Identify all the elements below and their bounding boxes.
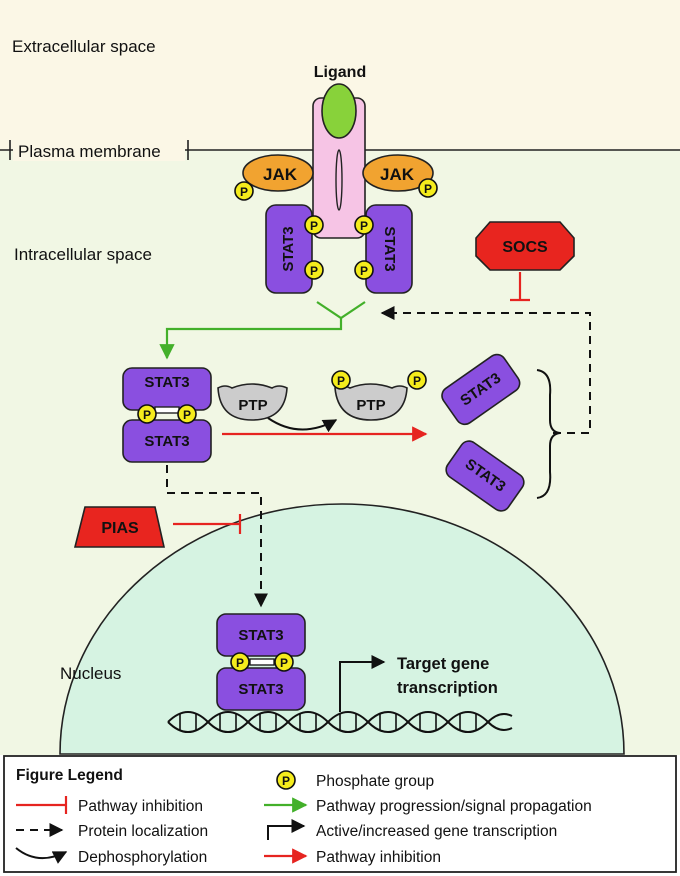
intracellular-label: Intracellular space: [14, 245, 152, 264]
jak-right-phosphate-label: P: [424, 182, 432, 196]
ligand-label: Ligand: [314, 64, 366, 81]
stat3-monomer-bottom: [445, 440, 525, 512]
pias-label: PIAS: [101, 520, 139, 537]
nuclear-phosphate-left-label: P: [236, 656, 244, 670]
monomer-bracket: [536, 369, 561, 499]
legend-item-5: Active/increased gene transcription: [316, 823, 557, 840]
nuclear-stat3-top-label: STAT3: [238, 627, 283, 644]
stat3-left-phosphate-top-label: P: [310, 219, 318, 233]
ptp-phosphate-left-label: P: [337, 374, 345, 388]
legend-dephosphorylation-symbol: [15, 847, 68, 864]
legend-transcription-symbol: [267, 819, 306, 840]
legend-item-0: Pathway inhibition: [78, 798, 203, 815]
nuclear-stat3-bottom-label: STAT3: [238, 681, 283, 698]
legend-item-4: Pathway progression/signal propagation: [316, 798, 592, 815]
stat3-dimer-bottom: [122, 419, 212, 463]
nucleus-label: Nucleus: [60, 664, 121, 683]
ligand: [321, 83, 357, 139]
stat3-monomer-top: [441, 353, 521, 426]
progression-arrow: [159, 318, 343, 360]
nuclear-phosphate-right-label: P: [280, 656, 288, 670]
legend-phosphate-letter: P: [282, 774, 290, 788]
stat3-dimer-phosphate-right-label: P: [183, 408, 191, 422]
ptp-phosphorylated: [334, 383, 408, 421]
nuclear-stat3-bond: [249, 658, 275, 666]
jak-right-label: JAK: [380, 165, 415, 184]
socs-label: SOCS: [502, 239, 548, 256]
ptp-active-label: PTP: [238, 397, 267, 414]
socs: [475, 221, 575, 271]
dephosphorylation-arrow: [267, 417, 338, 433]
membrane-label-bg: [13, 139, 185, 161]
nuclear-localization-arrow: [166, 465, 268, 608]
stat3-left-phosphate-bottom-label: P: [310, 264, 318, 278]
stat3-receptor-left-label: STAT3: [280, 226, 297, 271]
figure-legend: [3, 755, 677, 873]
plasma-membrane-label: Plasma membrane: [18, 142, 161, 161]
ptp-phosphate-right-label: P: [413, 374, 421, 388]
transcription-arrow: [339, 655, 386, 712]
legend-item-6: Pathway inhibition: [316, 849, 441, 866]
dna-helix: [167, 711, 513, 733]
ptp-phosphorylated-label: PTP: [356, 397, 385, 414]
nuclear-stat3-top: [216, 613, 306, 657]
legend-item-3: Phosphate group: [316, 773, 434, 790]
nucleus: [59, 503, 625, 755]
nuclear-stat3-bottom: [216, 667, 306, 711]
legend-item-2: Dephosphorylation: [78, 849, 207, 866]
extracellular-label: Extracellular space: [12, 37, 156, 56]
pias: [73, 506, 165, 548]
stat3-receptor-left: [265, 204, 313, 294]
stat3-right-phosphate-bottom-label: P: [360, 264, 368, 278]
stat3-dimer-top-label: STAT3: [144, 374, 189, 391]
stat3-dimer-bond: [154, 406, 180, 414]
stat3-dimer-phosphate-left-label: P: [143, 408, 151, 422]
stat3-right-phosphate-top-label: P: [360, 219, 368, 233]
jak-left-label: JAK: [263, 165, 298, 184]
legend-item-1: Protein localization: [78, 823, 208, 840]
stat3-receptor-right: [365, 204, 413, 294]
jak-right: [362, 154, 434, 192]
target-gene-label-2: transcription: [397, 679, 498, 697]
jak-left-phosphate-label: P: [240, 185, 248, 199]
ptp-active: [217, 383, 288, 421]
stat3-receptor-right-label: STAT3: [381, 226, 398, 271]
receptor-channel: [335, 149, 343, 211]
jak-left: [242, 154, 314, 192]
legend-title: Figure Legend: [16, 767, 123, 784]
recycling-localization-arrow: [380, 306, 591, 434]
target-gene-label-1: Target gene: [397, 655, 489, 673]
stat3-dimer-bottom-label: STAT3: [144, 433, 189, 450]
